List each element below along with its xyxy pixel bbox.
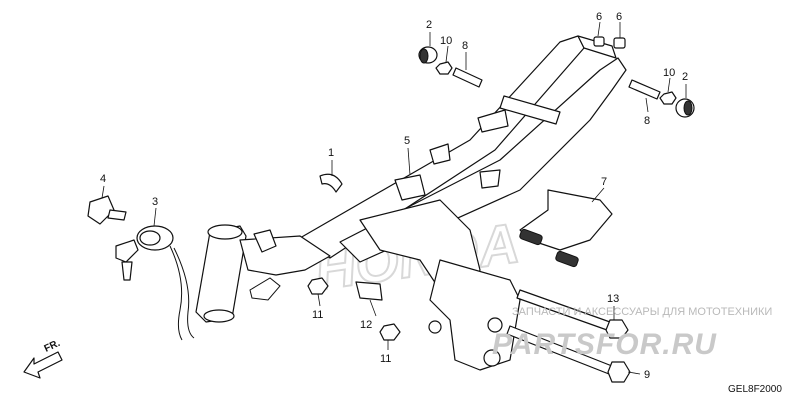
bolt-long-13 (516, 289, 629, 339)
front-direction-label: FR. (43, 338, 62, 355)
callout-3: 3 (152, 196, 158, 208)
nut-lower-b (379, 323, 401, 341)
bolt-right (628, 79, 661, 100)
callout-6-b: 6 (616, 11, 622, 23)
grommet-left (418, 46, 438, 64)
callout-10-left: 10 (440, 35, 452, 47)
callout-7: 7 (601, 176, 607, 188)
nut-left (435, 61, 453, 75)
callout-10-right: 10 (663, 67, 675, 79)
bolt-left (452, 67, 483, 88)
callout-11-b: 11 (380, 353, 391, 365)
collar-a (593, 36, 605, 47)
callout-8-right: 8 (644, 115, 650, 127)
clip (319, 173, 343, 193)
callout-1: 1 (328, 147, 334, 159)
ignition-cap (87, 195, 127, 225)
watermark-site: PARTSFOR.RU (492, 328, 717, 361)
callout-6-a: 6 (596, 11, 602, 23)
bracket (519, 189, 613, 268)
diagram-code: GEL8F2000 (728, 384, 782, 395)
leader-lines (101, 21, 687, 375)
callout-numbers: 2 10 8 6 6 10 2 8 1 5 4 3 7 13 11 12 11 … (100, 11, 688, 381)
watermark-caption: ЗАПЧАСТИ И АКСЕССУАРЫ ДЛЯ МОТОТЕХНИКИ (512, 306, 772, 318)
callout-13: 13 (607, 293, 619, 305)
mount-plate (355, 281, 383, 301)
callout-5: 5 (404, 135, 410, 147)
bolt-long-9 (506, 325, 631, 383)
callout-9: 9 (644, 369, 650, 381)
callout-8-left: 8 (462, 40, 468, 52)
callout-11-a: 11 (312, 309, 323, 321)
callout-12: 12 (360, 319, 372, 331)
collar-b (613, 37, 626, 49)
nut-right (659, 91, 677, 105)
nut-lower-a (307, 277, 329, 295)
callout-2-right: 2 (682, 71, 688, 83)
ignition-switch (115, 225, 195, 341)
callout-4: 4 (100, 173, 106, 185)
frame-body (195, 35, 627, 371)
callout-2-left: 2 (426, 19, 432, 31)
front-direction-arrow: FR. (23, 338, 63, 379)
grommet-right (675, 98, 695, 118)
